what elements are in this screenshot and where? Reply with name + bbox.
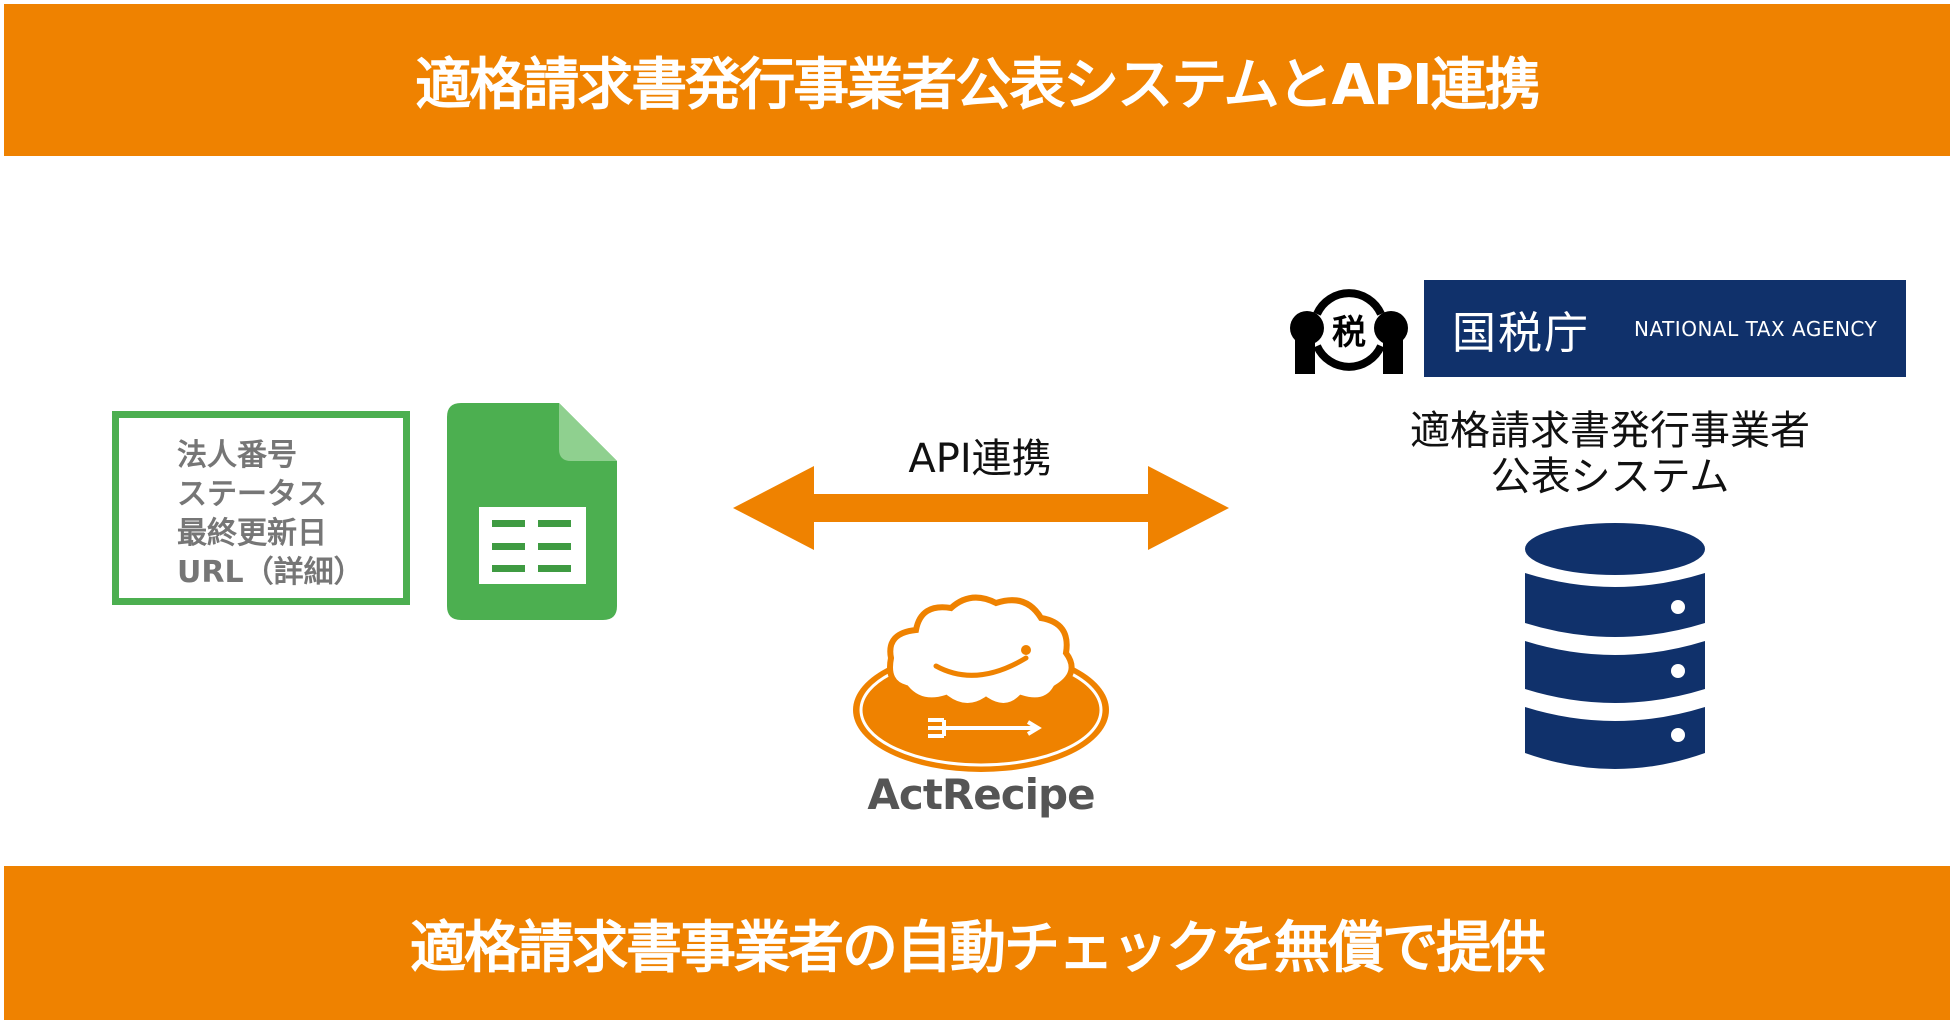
fields-list: 法人番号 ステータス 最終更新日 URL（詳細） (177, 436, 364, 592)
spreadsheet-icon (447, 403, 617, 620)
double-arrow-icon (733, 466, 1229, 550)
actrecipe-logo-icon (853, 594, 1109, 772)
database-icon (1525, 523, 1705, 769)
footer-banner: 適格請求書事業者の自動チェックを無償で提供 (4, 866, 1950, 1020)
agency-name-en: NATIONAL TAX AGENCY (1634, 316, 1878, 341)
header-banner: 適格請求書発行事業者公表システムとAPI連携 (4, 4, 1950, 156)
field-item: 法人番号 (177, 438, 297, 473)
field-item: ステータス (177, 477, 327, 512)
fields-box: 法人番号 ステータス 最終更新日 URL（詳細） (112, 411, 410, 605)
api-label: API連携 (908, 436, 1052, 482)
system-title-line1: 適格請求書発行事業者 (1410, 408, 1810, 454)
field-item: 最終更新日 (177, 516, 327, 551)
header-title: 適格請求書発行事業者公表システムとAPI連携 (415, 52, 1541, 118)
tax-agency-emblem-icon: 税 (1290, 289, 1408, 374)
emblem-char: 税 (1332, 313, 1366, 353)
system-title: 適格請求書発行事業者 公表システム (1380, 408, 1840, 500)
footer-title: 適格請求書事業者の自動チェックを無償で提供 (410, 915, 1546, 981)
agency-name-jp: 国税庁 (1452, 307, 1590, 359)
field-item: URL（詳細） (177, 555, 364, 590)
system-title-line2: 公表システム (1490, 454, 1730, 500)
actrecipe-logo-text: ActRecipe (867, 770, 1095, 819)
tax-agency-banner: 国税庁 NATIONAL TAX AGENCY (1424, 280, 1906, 377)
